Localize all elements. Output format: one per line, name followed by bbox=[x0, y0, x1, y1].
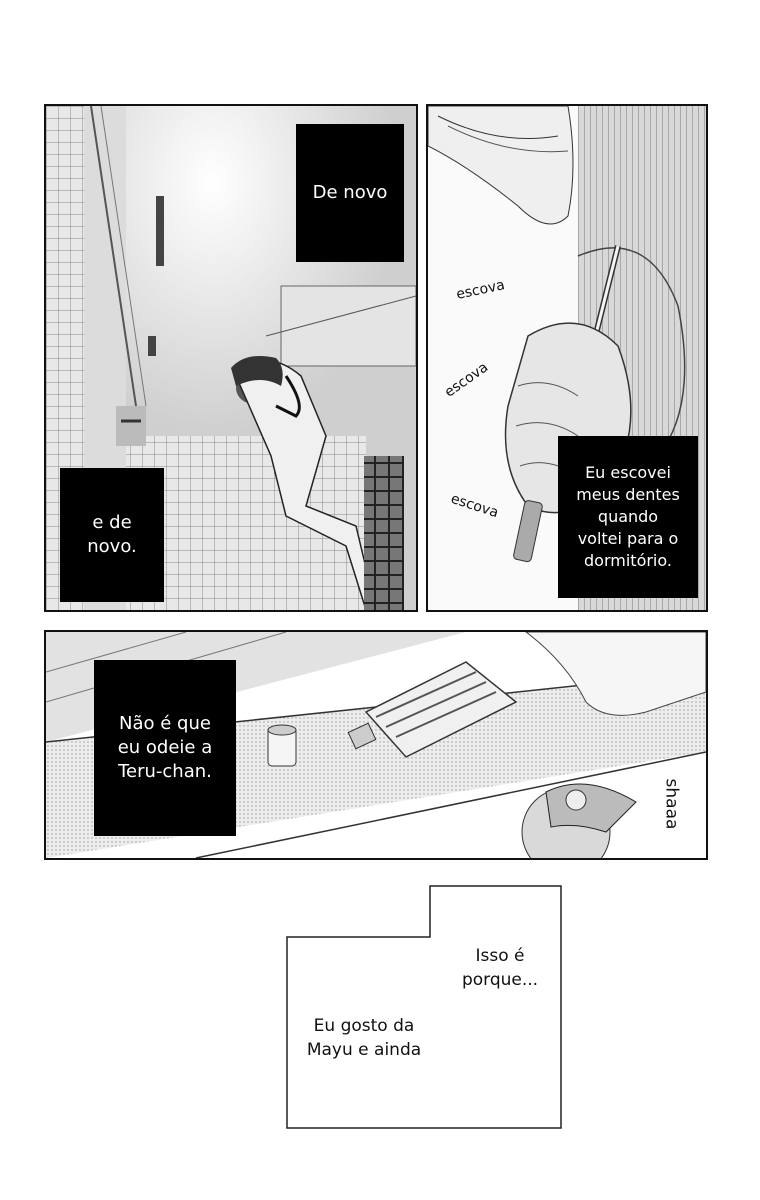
sfx-shaaa: shaaa bbox=[661, 778, 682, 830]
panel-brushing: escova escova escova Eu escovei meus den… bbox=[426, 104, 708, 612]
caption-text: Eu escovei meus dentes quando voltei par… bbox=[576, 463, 680, 570]
panel-bathroom: De novo e de novo. bbox=[44, 104, 418, 612]
caption-de-novo: De novo bbox=[296, 124, 404, 262]
caption-e-de-novo: e de novo. bbox=[60, 468, 164, 602]
caption-isso-e-porque: Isso é porque... bbox=[461, 946, 539, 990]
caption-text: De novo bbox=[312, 182, 388, 203]
caption-eu-escovei: Eu escovei meus dentes quando voltei par… bbox=[558, 436, 698, 598]
caption-text: Não é que eu odeie a Teru-chan. bbox=[117, 713, 213, 782]
caption-eu-gosto-da-mayu: Eu gosto da Mayu e ainda bbox=[306, 1016, 422, 1060]
caption-text: e de novo. bbox=[87, 512, 137, 557]
panel-sink-counter: Não é que eu odeie a Teru-chan. shaaa bbox=[44, 630, 708, 860]
caption-nao-e-que: Não é que eu odeie a Teru-chan. bbox=[94, 660, 236, 836]
